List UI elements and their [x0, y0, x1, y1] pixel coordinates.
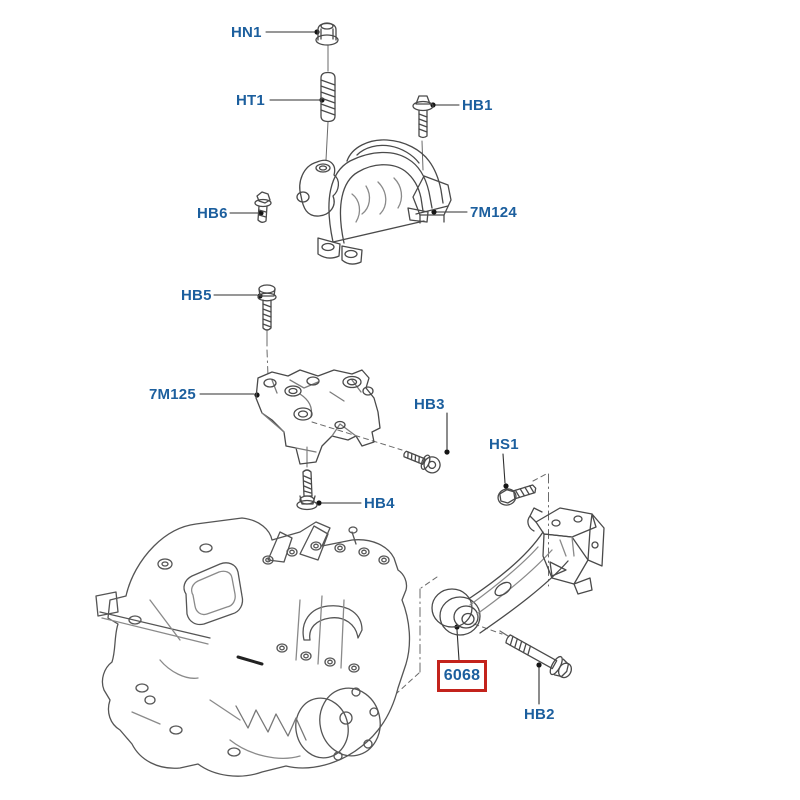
label-hb3: HB3 — [414, 396, 445, 413]
roll-restrictor-drawing — [431, 507, 605, 636]
label-hb2: HB2 — [524, 706, 555, 723]
label-hn1: HN1 — [231, 24, 262, 41]
transmission-drawing — [95, 517, 411, 777]
label-hb6: HB6 — [197, 205, 228, 222]
label-hs1: HS1 — [489, 436, 519, 453]
label-7m124: 7M124 — [470, 204, 517, 221]
label-hb1: HB1 — [462, 97, 493, 114]
bolt-hb3-drawing — [403, 450, 441, 474]
label-ht1: HT1 — [236, 92, 265, 109]
label-hb4: HB4 — [364, 495, 395, 512]
bracket-7m125-drawing — [255, 369, 381, 465]
bolt-hb5-drawing — [257, 284, 277, 331]
nut-hn1-drawing — [315, 22, 339, 46]
bolt-hb6-drawing — [254, 191, 272, 223]
label-6068: 6068 — [443, 667, 481, 684]
leader-dots — [254, 29, 542, 668]
mount-7m124-drawing — [296, 139, 452, 265]
label-hb5: HB5 — [181, 287, 212, 304]
stud-ht1-drawing — [320, 71, 336, 123]
bolt-hb4-drawing — [296, 469, 318, 511]
bolt-hs1-drawing — [497, 484, 537, 506]
bolt-hb1-drawing — [412, 95, 434, 139]
bolt-hb2-drawing — [499, 630, 573, 679]
leader-lines — [199, 31, 540, 705]
highlighted-part-callout: 6068 — [437, 660, 487, 692]
label-7m125: 7M125 — [149, 386, 196, 403]
construction-lines — [266, 44, 549, 694]
